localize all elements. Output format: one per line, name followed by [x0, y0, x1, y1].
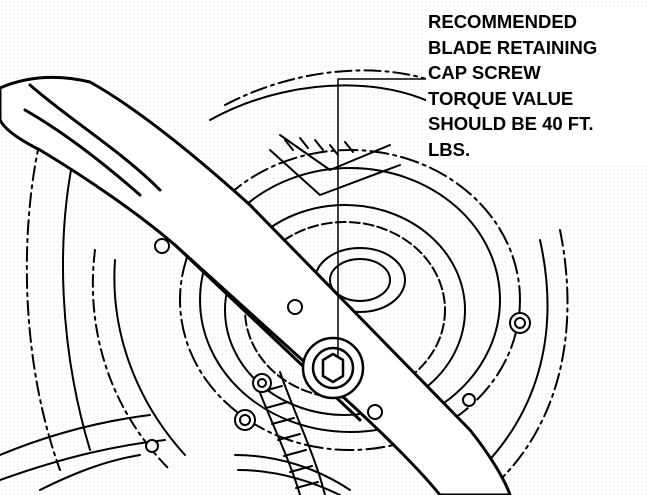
callout-line: RECOMMENDED [428, 11, 578, 32]
drive-belt [234, 371, 351, 495]
callout-line: LBS. [428, 138, 471, 160]
callout-line: SHOULD BE 40 FT. [428, 113, 594, 134]
mounting-holes [145, 238, 531, 453]
callout-line: TORQUE VALUE [428, 87, 574, 109]
callout-leader-line [337, 78, 425, 356]
callout-line: BLADE RETAINING [428, 36, 598, 58]
callout-line: CAP SCREW [428, 62, 541, 83]
torque-callout-text: RECOMMENDED BLADE RETAINING CAP SCREW TO… [426, 9, 648, 162]
deck-housing [25, 69, 569, 481]
cap-screw [301, 336, 365, 400]
